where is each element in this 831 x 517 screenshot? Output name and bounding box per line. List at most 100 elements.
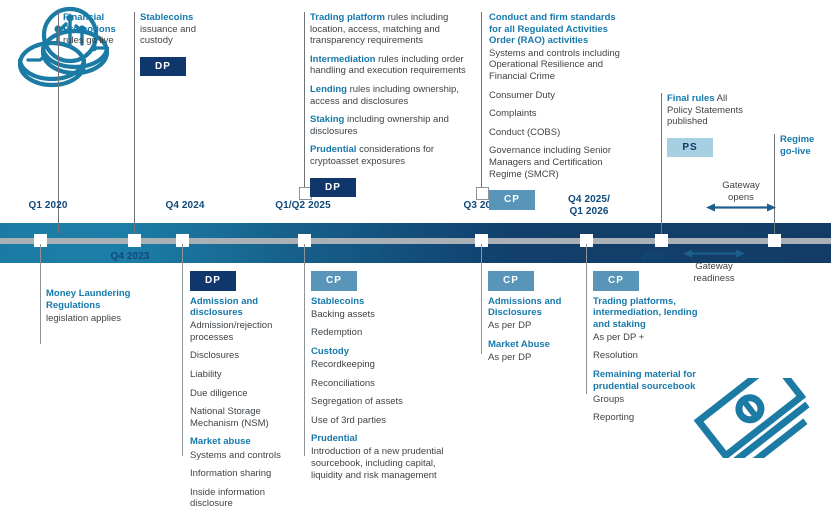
milestone-group-item: Systems and controls xyxy=(190,449,281,461)
milestone-group-item: Segregation of assets xyxy=(311,396,403,408)
timeline-connector-stem xyxy=(481,244,482,354)
timeline-node-q4-2024[interactable] xyxy=(175,234,189,247)
milestone-group-heading: Market Abuse xyxy=(488,338,550,350)
milestone-group-item: Disclosures xyxy=(190,350,240,362)
milestone-group-heading: Prudential xyxy=(311,433,358,445)
milestone-term: Stablecoins xyxy=(140,12,194,23)
milestone-group-heading: Admissions and Disclosures xyxy=(488,295,562,319)
milestone-heading-line: for all Regulated Activities xyxy=(489,23,608,35)
badge-ps[interactable]: PS xyxy=(667,137,713,158)
milestone-paragraph: Staking including ownership and disclosu… xyxy=(310,114,449,137)
axis-top-label: Q1 2020 xyxy=(28,200,68,211)
badge-cp[interactable]: CP xyxy=(311,271,357,291)
timeline-node-q1-q2-2025[interactable] xyxy=(297,234,311,247)
milestone-group-heading: Money Laundering Regulations xyxy=(46,288,131,311)
axis-bottom-label: Q4 2023 xyxy=(110,251,150,262)
milestone-paragraph: Intermediation rules including order han… xyxy=(310,53,466,77)
milestone-paragraph: Financial Promotions rules go live xyxy=(63,12,116,47)
milestone-group-item: As per DP xyxy=(488,320,532,332)
milestone-term: Trading platform xyxy=(310,12,385,23)
axis-top-label: Q1/Q2 2025 xyxy=(275,200,331,211)
gateway-readiness-arrow-icon xyxy=(683,249,745,258)
milestone-group-item: Use of 3rd parties xyxy=(311,414,386,426)
milestone-group-item: Admission/rejection processes xyxy=(190,320,273,343)
milestone-term: Staking xyxy=(310,114,345,126)
milestone-group-heading: Remaining material for prudential source… xyxy=(593,369,696,392)
timeline-node-final-rules[interactable] xyxy=(654,234,668,247)
timeline-node-regime-go-live[interactable] xyxy=(767,234,781,247)
milestone-heading-line: Conduct and firm standards xyxy=(489,12,616,23)
axis-top-label: Q4 2024 xyxy=(165,200,205,211)
milestone-financial-promotions: Financial Promotions rules go live xyxy=(63,12,125,47)
timeline-node-q3-2025[interactable] xyxy=(474,234,488,247)
axis-top-label: Q1 2026 xyxy=(569,206,609,217)
badge-cp[interactable]: CP xyxy=(488,271,534,291)
milestone-group-item: Introduction of a new prudential sourceb… xyxy=(311,446,444,481)
milestone-group-item: legislation applies xyxy=(46,312,121,324)
timeline-connector-stem xyxy=(304,12,305,190)
stacked-banknotes-icon xyxy=(686,356,831,476)
milestone-group-item: Due diligence xyxy=(190,387,248,399)
timeline-connector-stem xyxy=(58,12,59,234)
milestone-trading-platforms-prudential-cp: CP Trading platforms, intermediation, len… xyxy=(593,268,705,431)
timeline-node-q4-2025-q1-2026[interactable] xyxy=(579,234,593,247)
timeline-center-line xyxy=(0,238,831,244)
milestone-group-heading: Market abuse xyxy=(190,436,251,448)
milestone-paragraph: Trading platform rules including locatio… xyxy=(310,12,449,47)
milestone-group-item: Backing assets xyxy=(311,308,375,320)
timeline-connector-stem xyxy=(134,12,135,234)
milestone-group-item: Redemption xyxy=(311,327,363,339)
milestone-paragraph: Complaints xyxy=(489,108,537,120)
milestone-regime-go-live: Regime go-live xyxy=(780,134,830,157)
milestone-group-item: Recordkeeping xyxy=(311,358,375,370)
milestone-term: Final rules xyxy=(667,93,715,104)
milestone-group-item: Resolution xyxy=(593,350,638,362)
milestone-paragraph: Governance including Senior Managers and… xyxy=(489,145,611,180)
badge-dp[interactable]: DP xyxy=(190,271,236,291)
milestone-group-heading: Trading platforms, intermediation, lendi… xyxy=(593,295,698,330)
milestone-group-item: Inside information disclosure xyxy=(190,486,265,510)
badge-cp[interactable]: CP xyxy=(593,271,639,291)
axis-top-label: Q4 2025/ xyxy=(568,194,610,205)
milestone-heading-line: Order (RAO) activities xyxy=(489,35,589,47)
axis-tick-square xyxy=(475,187,489,200)
milestone-group-item: Groups xyxy=(593,393,625,405)
milestone-paragraph: Consumer Duty xyxy=(489,89,555,101)
timeline-connector-stem xyxy=(182,244,183,456)
timeline-connector-stem xyxy=(304,244,305,456)
milestone-group-heading: Admission and disclosures xyxy=(190,295,259,319)
gateway-opens-label: Gateway opens xyxy=(722,180,760,203)
milestone-group-item: As per DP + xyxy=(593,331,645,343)
badge-dp[interactable]: DP xyxy=(310,177,356,198)
milestone-term: Lending xyxy=(310,83,347,95)
timeline-connector-stem xyxy=(40,244,41,344)
milestone-term: Prudential xyxy=(310,144,357,156)
timeline-node-q4-2023[interactable] xyxy=(127,234,141,247)
axis-bottom-label: 2026 xyxy=(642,251,666,262)
badge-cp[interactable]: CP xyxy=(489,190,535,210)
milestone-term: Intermediation xyxy=(310,53,376,65)
milestone-group-item: National Storage Mechanism (NSM) xyxy=(190,406,269,429)
timeline-connector-stem xyxy=(774,134,775,234)
milestone-paragraph: Prudential considerations for cryptoasse… xyxy=(310,144,435,167)
milestone-group-heading: Custody xyxy=(311,345,349,357)
timeline-connector-stem xyxy=(586,244,587,394)
milestone-paragraph: Systems and controls including Operation… xyxy=(489,47,620,82)
milestone-market-activity-dp: Trading platform rules including locatio… xyxy=(310,12,470,202)
timeline-node-q1-2020[interactable] xyxy=(33,234,47,247)
milestone-paragraph: Conduct (COBS) xyxy=(489,126,561,138)
gateway-readiness-label: Gateway readiness xyxy=(693,261,735,284)
badge-dp[interactable]: DP xyxy=(140,56,186,77)
milestone-term: Financial Promotions xyxy=(63,12,116,35)
milestone-group-item: Information sharing xyxy=(190,468,272,480)
milestone-group-item: Liability xyxy=(190,369,222,381)
stacked-crypto-coins-icon xyxy=(14,2,116,92)
